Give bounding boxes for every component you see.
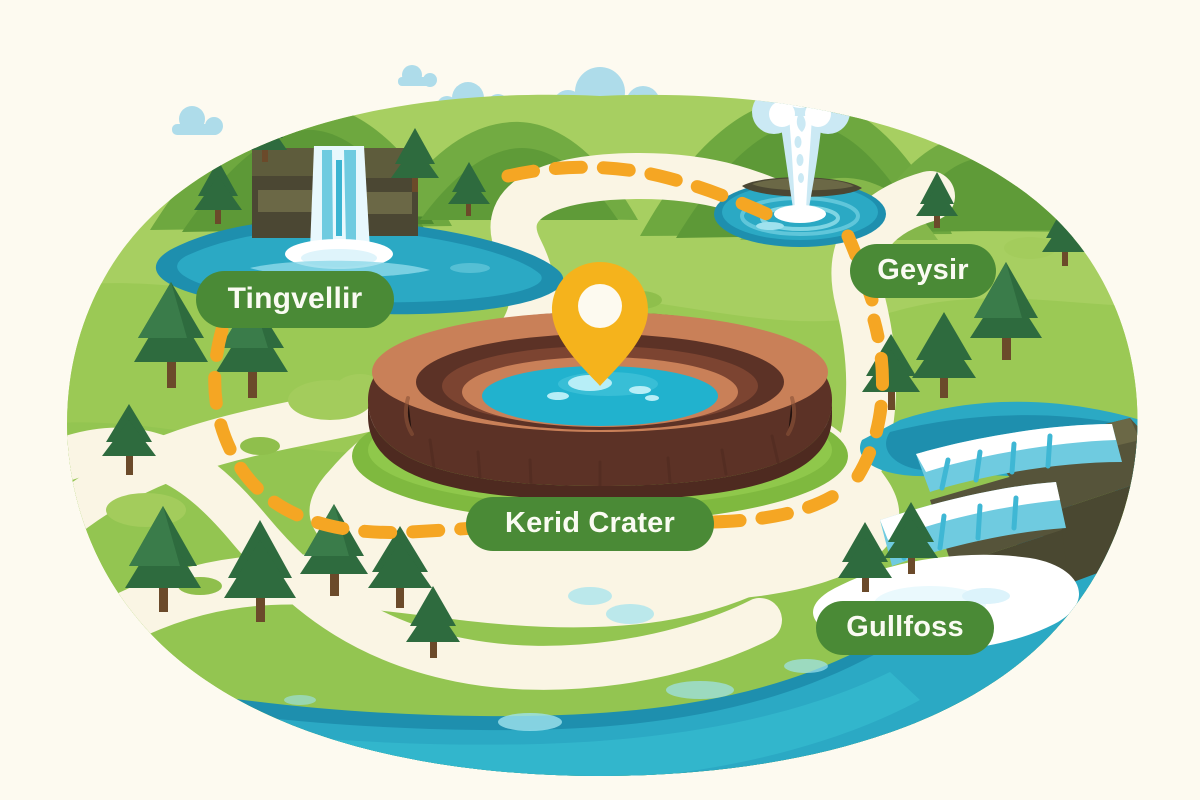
location-pin-icon[interactable] (552, 262, 648, 386)
map-label-thingvellir[interactable]: Tingvellir (196, 271, 394, 328)
tree-icon (912, 312, 976, 398)
tree-icon (125, 506, 201, 612)
kerid-crater (352, 312, 848, 522)
tree-icon (391, 128, 439, 192)
tree-icon (838, 522, 892, 592)
tree-icon (368, 526, 432, 608)
tree-icon (970, 262, 1042, 360)
cloud-icon (172, 106, 223, 135)
tree-icon (102, 404, 156, 475)
tree-icon (448, 162, 490, 216)
tree-icon (134, 282, 208, 388)
cloud-icon (398, 65, 437, 87)
tree-icon (194, 160, 242, 224)
map-label-geysir[interactable]: Geysir (850, 244, 996, 298)
tree-icon (916, 172, 958, 228)
tree-icon (224, 520, 296, 622)
map-label-kerid-crater[interactable]: Kerid Crater (466, 497, 714, 551)
tree-icon (406, 586, 460, 658)
tree-icon (884, 502, 938, 574)
map-label-gullfoss[interactable]: Gullfoss (816, 601, 994, 655)
